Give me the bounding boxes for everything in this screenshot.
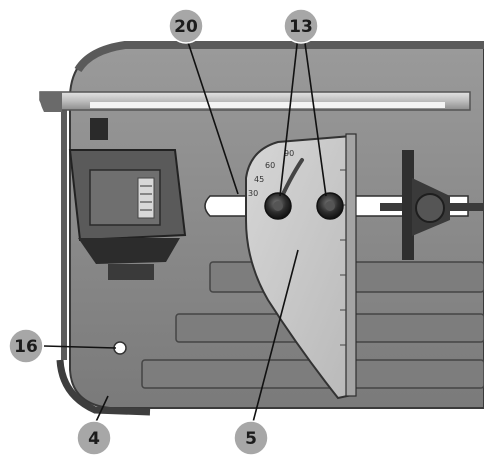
leader-13-left: [279, 35, 299, 197]
callout-5-label: 5: [245, 429, 257, 449]
callout-16: 16: [8, 328, 44, 364]
callout-13-label: 13: [289, 17, 313, 37]
leader-13-right: [303, 35, 327, 197]
callout-4: 4: [76, 420, 112, 456]
callout-16-label: 16: [14, 337, 38, 357]
callout-13: 13: [283, 8, 319, 44]
clamp-assembly: [68, 118, 187, 280]
top-handle-bar: [39, 91, 471, 112]
plate-scale-45: 45: [254, 175, 264, 184]
plate-scale-90: 90: [284, 149, 294, 158]
locking-knob-left: [264, 192, 292, 220]
callout-20: 20: [168, 8, 204, 44]
leader-lines: [43, 35, 327, 427]
callout-4-label: 4: [88, 429, 100, 449]
leader-20: [185, 35, 239, 195]
leader-5: [251, 249, 299, 427]
rod-bracket: [402, 150, 450, 260]
callout-20-label: 20: [174, 17, 198, 37]
locking-knob-right: [316, 192, 344, 220]
plate-scale-60: 60: [265, 161, 275, 170]
callout-5: 5: [233, 420, 269, 456]
plate-scale-30: 30: [248, 189, 258, 198]
leader-16: [43, 345, 117, 349]
